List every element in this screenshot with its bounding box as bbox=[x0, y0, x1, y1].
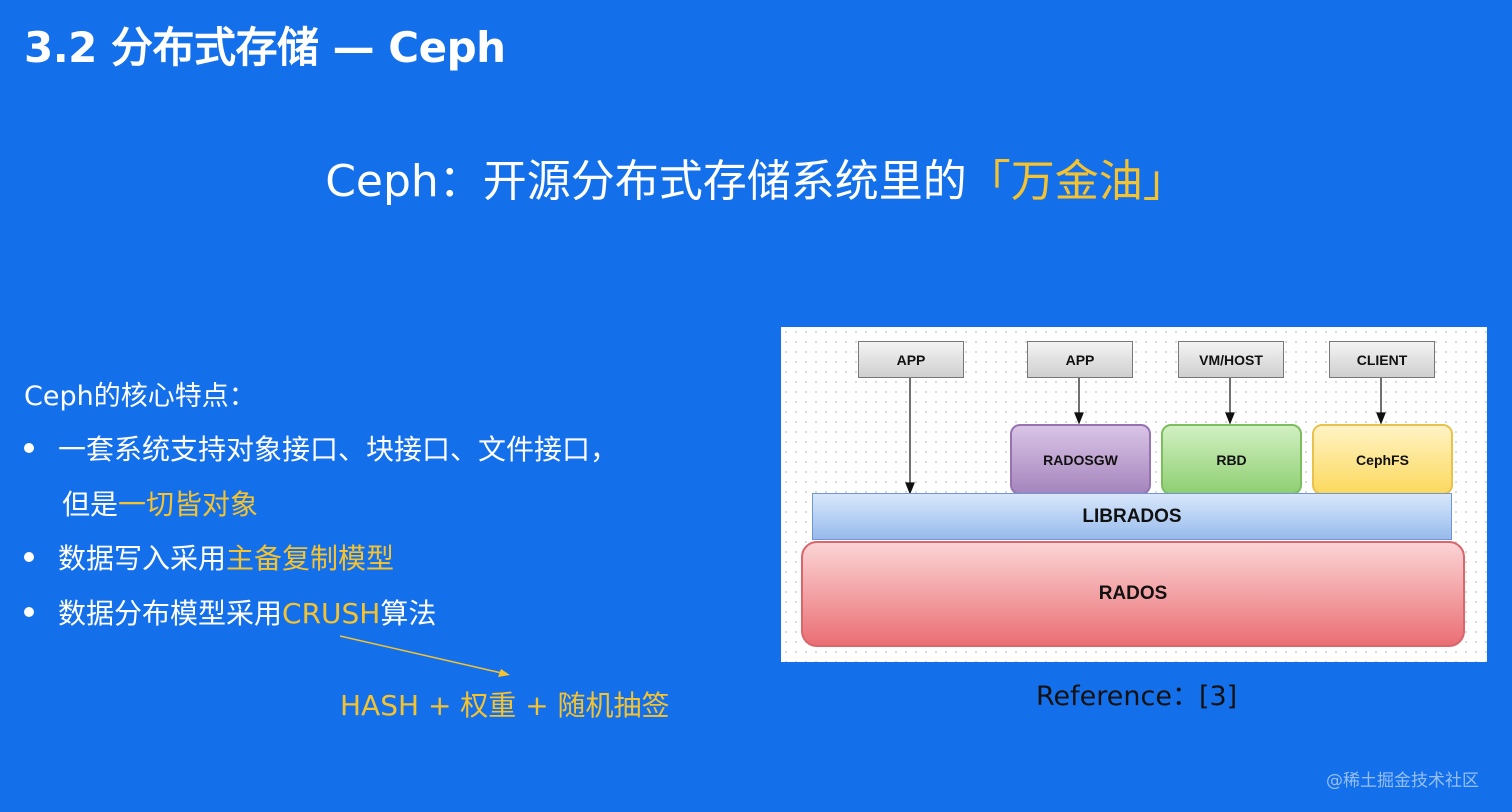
cephfs-box: CephFS bbox=[1312, 424, 1453, 495]
rbd-box: RBD bbox=[1161, 424, 1302, 495]
slide-subtitle: Ceph：开源分布式存储系统里的「万金油」 bbox=[0, 145, 1512, 209]
bullet-dot bbox=[24, 607, 34, 617]
ceph-architecture-diagram: APP APP VM/HOST CLIENT RADOSGW RBD CephF… bbox=[781, 327, 1487, 662]
subtitle-main: Ceph：开源分布式存储系统里的 bbox=[325, 156, 967, 207]
client-box: CLIENT bbox=[1329, 341, 1435, 378]
bullet-item-2: 数据写入采用主备复制模型 bbox=[24, 537, 394, 577]
bullet-item-3: 数据分布模型采用CRUSH算法 bbox=[24, 592, 436, 632]
crush-formula: HASH + 权重 + 随机抽签 bbox=[340, 689, 670, 722]
bullet-text: 数据分布模型采用 bbox=[58, 597, 283, 630]
features-heading: Ceph的核心特点： bbox=[24, 381, 256, 412]
bullet-text: 一套系统支持对象接口、块接口、文件接口， bbox=[58, 433, 619, 466]
bullet-item-1: 一套系统支持对象接口、块接口、文件接口， bbox=[24, 428, 618, 468]
app-box-1: APP bbox=[858, 341, 964, 378]
subtitle-highlight: 「万金油」 bbox=[966, 156, 1187, 207]
librados-layer: LIBRADOS bbox=[812, 493, 1452, 540]
bullet-text: 但是 bbox=[62, 488, 119, 521]
diagram-arrows bbox=[905, 377, 1386, 495]
bullet-dot bbox=[24, 552, 34, 562]
bullet-dot bbox=[24, 443, 34, 453]
rados-layer: RADOS bbox=[801, 541, 1465, 647]
bullet-highlight: 一切皆对象 bbox=[118, 488, 259, 521]
bullet-item-1-continuation: 但是一切皆对象 bbox=[62, 483, 258, 523]
bullet-highlight: 主备复制模型 bbox=[226, 542, 395, 575]
bullet-text: 数据写入采用 bbox=[58, 542, 227, 575]
reference-label: Reference：[3] bbox=[1036, 681, 1238, 712]
vm-host-box: VM/HOST bbox=[1178, 341, 1284, 378]
slide-title: 3.2 分布式存储 — Ceph bbox=[24, 23, 506, 72]
app-box-2: APP bbox=[1027, 341, 1133, 378]
radosgw-box: RADOSGW bbox=[1010, 424, 1151, 495]
watermark-text: @稀土掘金技术社区 bbox=[1326, 771, 1479, 791]
formula-arrow bbox=[339, 635, 510, 677]
bullet-text-tail: 算法 bbox=[380, 597, 437, 630]
bullet-highlight: CRUSH bbox=[282, 597, 381, 630]
